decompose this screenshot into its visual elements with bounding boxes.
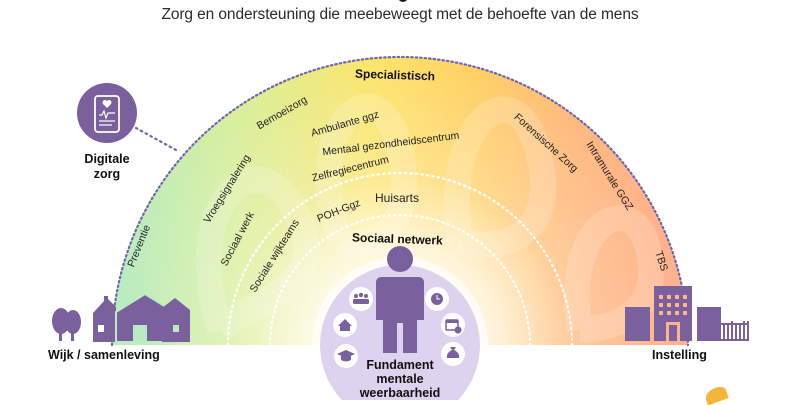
foundation-label: Fundament mentale weerbaarheid bbox=[359, 358, 441, 400]
group-icon bbox=[349, 287, 373, 311]
care-arc bbox=[110, 55, 690, 347]
smartphone-heart-icon bbox=[77, 83, 137, 143]
institution-building-icon bbox=[625, 286, 721, 341]
title-remnant bbox=[398, 0, 408, 2]
trees-icon bbox=[52, 308, 81, 341]
calendar-money-icon bbox=[441, 313, 465, 337]
money-bag-icon bbox=[441, 342, 465, 366]
page-subtitle: Zorg en ondersteuning die meebeweegt met… bbox=[161, 6, 639, 23]
right-anchor-label: Instelling bbox=[652, 348, 707, 362]
graduation-cap-icon bbox=[334, 344, 358, 368]
arc-outer-label: Specialistisch bbox=[354, 66, 436, 84]
clock-icon bbox=[425, 287, 449, 311]
digital-care-label: Digitale zorg bbox=[84, 152, 130, 181]
person-icon bbox=[376, 246, 424, 353]
home-icon bbox=[333, 313, 357, 337]
arc-item-huisarts: Huisarts bbox=[375, 191, 420, 205]
fence-icon bbox=[721, 321, 749, 341]
houses-icon bbox=[93, 292, 190, 343]
digital-connector bbox=[134, 126, 178, 152]
left-anchor-label: Wijk / samenleving bbox=[48, 348, 160, 362]
